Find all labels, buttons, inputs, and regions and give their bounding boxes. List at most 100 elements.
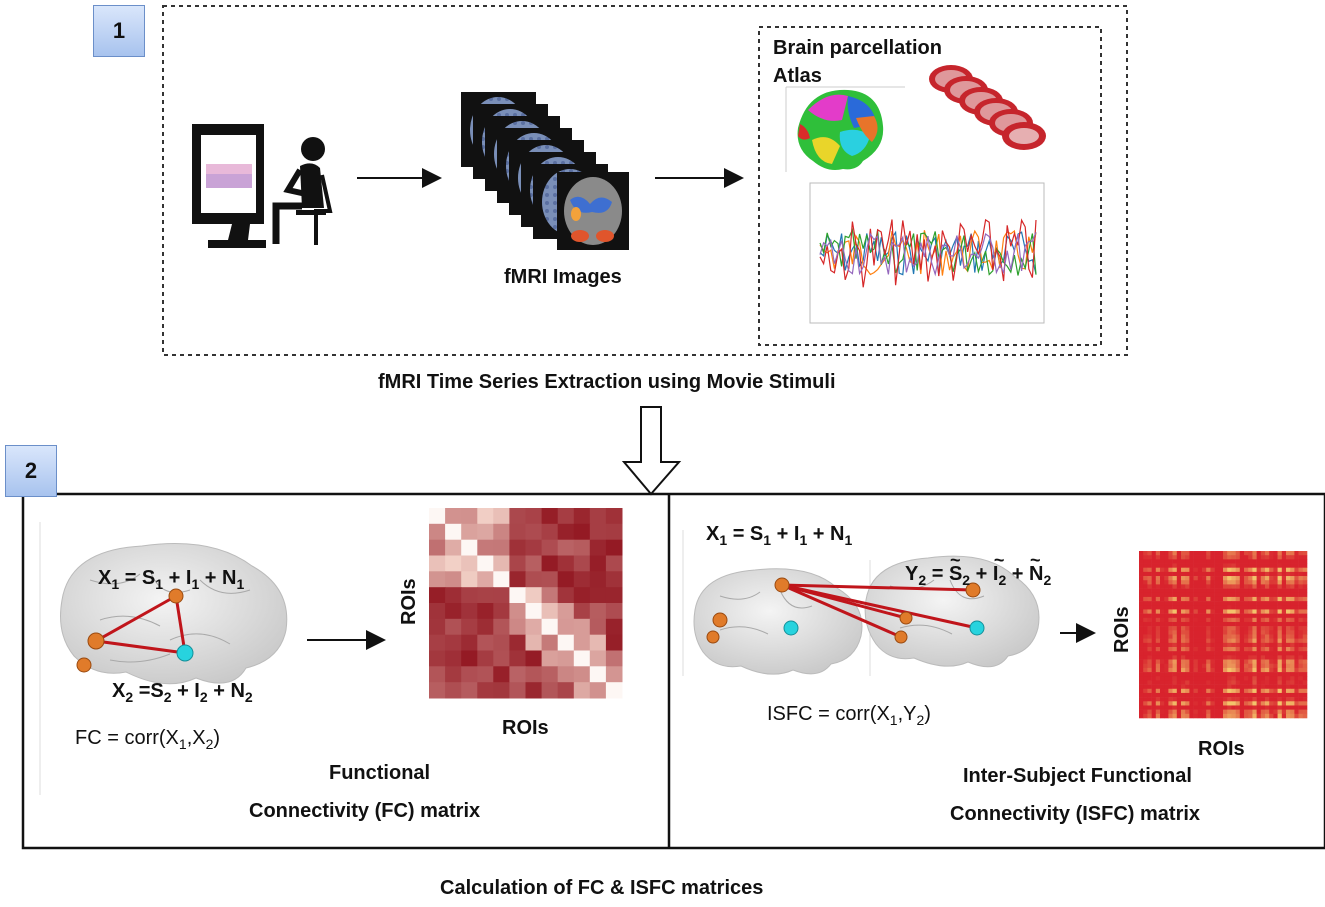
isfc-matrix-cell [1218,634,1224,639]
isfc-matrix-cell [1286,555,1291,560]
isfc-matrix-cell [1239,551,1245,556]
isfc-matrix-cell [1265,563,1270,568]
isfc-matrix-cell [1281,630,1287,635]
isfc-matrix-cell [1176,651,1182,656]
isfc-matrix-cell [1294,655,1299,660]
isfc-matrix-cell [1256,580,1262,585]
isfc-matrix-cell [1151,705,1157,710]
isfc-matrix-cell [1227,555,1232,560]
isfc-matrix-cell [1139,655,1144,660]
isfc-matrix-cell [1231,626,1236,631]
isfc-matrix-cell [1155,609,1161,614]
isfc-matrix-cell [1244,709,1249,715]
isfc-matrix-cell [1172,601,1178,606]
isfc-matrix-cell [1168,684,1173,690]
isfc-matrix-cell [1273,647,1278,652]
isfc-matrix-cell [1197,713,1203,719]
isfc-matrix-cell [1227,576,1232,581]
isfc-matrix-cell [1286,647,1291,652]
fc-matrix-cell [509,650,526,667]
isfc-matrix-cell [1181,705,1186,710]
isfc-matrix-cell [1281,701,1287,706]
isfc-matrix-cell [1172,688,1178,694]
isfc-matrix-cell [1176,663,1182,669]
isfc-matrix-cell [1197,580,1203,585]
isfc-matrix-cell [1294,647,1299,652]
isfc-matrix-cell [1273,705,1278,710]
isfc-matrix-cell [1164,571,1169,577]
isfc-matrix-cell [1269,576,1274,581]
isfc-matrix-cell [1281,613,1287,619]
fc-matrix-cell [445,666,462,683]
isfc-matrix-cell [1139,638,1144,644]
isfc-matrix-cell [1286,667,1291,673]
isfc-matrix-cell [1227,667,1232,673]
fc-matrix-cell [557,682,575,699]
isfc-matrix-cell [1206,692,1211,698]
isfc-matrix-cell [1189,617,1194,623]
isfc-matrix-cell [1193,692,1199,698]
isfc-matrix-cell [1269,655,1274,660]
isfc-matrix-cell [1168,580,1173,585]
isfc-matrix-cell [1206,621,1211,627]
fc-matrix-cell [509,571,526,588]
isfc-matrix-cell [1155,647,1161,652]
isfc-matrix-cell [1143,642,1148,648]
isfc-matrix-cell [1223,659,1228,665]
isfc-matrix-cell [1227,580,1232,585]
isfc-matrix-cell [1185,605,1190,610]
isfc-matrix-cell [1202,551,1207,556]
isfc-matrix-cell [1181,613,1186,619]
isfc-matrix-cell [1281,684,1287,690]
isfc-matrix-cell [1244,634,1249,639]
isfc-matrix-cell [1244,684,1249,690]
isfc-matrix-cell [1256,701,1262,706]
isfc-matrix-cell [1160,659,1165,665]
isfc-matrix-cell [1147,588,1152,594]
isfc-matrix-cell [1235,576,1241,581]
isfc-matrix-cell [1248,642,1253,648]
isfc-matrix-cell [1164,709,1169,715]
time-series-plot-icon [809,182,1045,324]
isfc-matrix-cell [1286,676,1291,681]
isfc-matrix-cell [1294,559,1299,564]
isfc-matrix-cell [1231,567,1236,573]
isfc-matrix-cell [1143,617,1148,623]
isfc-matrix-cell [1185,609,1190,614]
isfc-matrix-cell [1252,626,1257,631]
isfc-matrix-cell [1155,672,1161,677]
isfc-matrix-cell [1290,551,1295,556]
isfc-matrix-cell [1290,601,1295,606]
isfc-matrix-cell [1231,559,1236,564]
isfc-matrix-cell [1147,555,1152,560]
isfc-matrix-cell [1210,642,1215,648]
isfc-matrix-cell [1160,621,1165,627]
fc-matrix-cell [589,539,607,556]
isfc-matrix-cell [1185,688,1190,694]
isfc-matrix-cell [1160,596,1165,602]
isfc-matrix-cell [1244,688,1249,694]
isfc-matrix-cell [1277,667,1283,673]
isfc-matrix-cell [1193,701,1199,706]
isfc-matrix-cell [1239,571,1245,577]
isfc-matrix-cell [1244,672,1249,677]
isfc-matrix-cell [1290,651,1295,656]
isfc-matrix-cell [1185,713,1190,719]
isfc-matrix-cell [1206,630,1211,635]
isfc-matrix-cell [1218,659,1224,665]
isfc-matrix-cell [1235,567,1241,573]
isfc-matrix-cell [1185,705,1190,710]
isfc-matrix-cell [1202,563,1207,568]
isfc-matrix-cell [1143,709,1148,715]
fc-matrix-cell [477,603,494,620]
isfc-matrix-cell [1231,713,1236,719]
fc-matrix-cell [445,523,462,541]
isfc-matrix-cell [1214,551,1220,556]
isfc-matrix-cell [1260,713,1266,719]
fc-matrix-cell [493,508,510,525]
isfc-matrix-cell [1197,676,1203,681]
isfc-matrix-cell [1197,605,1203,610]
isfc-matrix-cell [1244,580,1249,585]
isfc-matrix-cell [1164,701,1169,706]
isfc-matrix-cell [1168,626,1173,631]
